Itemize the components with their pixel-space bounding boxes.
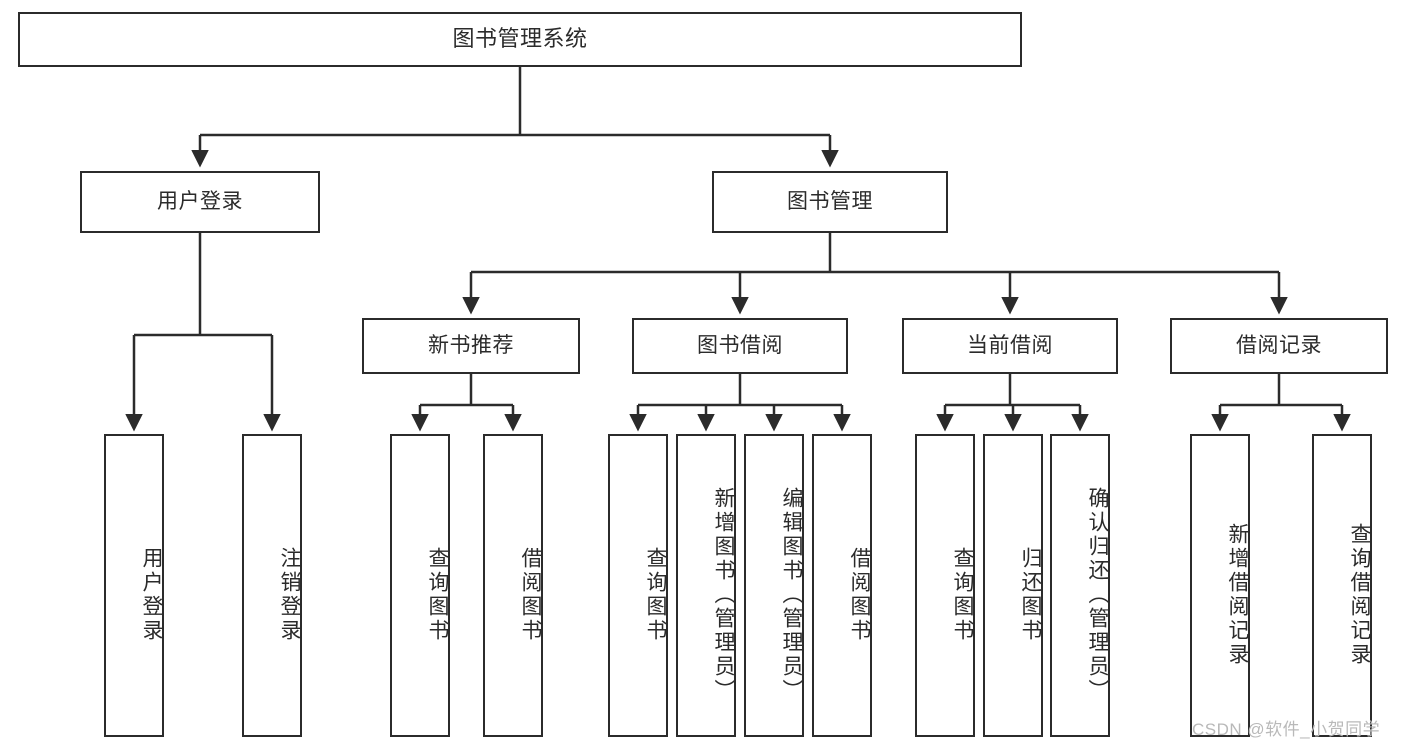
leaf-add-borrow-record[interactable]: 新增借阅记录	[1190, 434, 1250, 737]
leaf-query-book-bw-label: 查询图书	[644, 546, 667, 643]
node-book-borrowing[interactable]: 图书借阅	[632, 318, 848, 374]
leaf-add-book-admin-label: 新增图书（管理员）	[712, 486, 735, 703]
node-current-borrowing-label: 当前借阅	[967, 334, 1053, 358]
node-user-login-label: 用户登录	[157, 190, 243, 214]
node-book-borrowing-label: 图书借阅	[697, 334, 783, 358]
leaf-borrow-book-nb-label: 借阅图书	[519, 546, 542, 643]
leaf-edit-book-admin[interactable]: 编辑图书（管理员）	[744, 434, 804, 737]
node-new-book-recommendation-label: 新书推荐	[428, 334, 514, 358]
leaf-borrow-book-bw-label: 借阅图书	[848, 546, 871, 643]
leaf-query-borrow-record-label: 查询借阅记录	[1348, 522, 1371, 667]
leaf-query-borrow-record[interactable]: 查询借阅记录	[1312, 434, 1372, 737]
leaf-return-book-label: 归还图书	[1019, 546, 1042, 643]
node-user-login[interactable]: 用户登录	[80, 171, 320, 233]
watermark: CSDN @软件_小贺同学	[1192, 720, 1381, 739]
leaf-query-book-bw[interactable]: 查询图书	[608, 434, 668, 737]
node-current-borrowing[interactable]: 当前借阅	[902, 318, 1118, 374]
leaf-confirm-return-admin-label: 确认归还（管理员）	[1086, 486, 1109, 703]
node-root[interactable]: 图书管理系统	[18, 12, 1022, 67]
node-borrowing-records-label: 借阅记录	[1236, 334, 1322, 358]
leaf-logout-label: 注销登录	[278, 546, 301, 643]
leaf-logout[interactable]: 注销登录	[242, 434, 302, 737]
node-root-label: 图书管理系统	[452, 26, 588, 52]
node-book-management[interactable]: 图书管理	[712, 171, 948, 233]
leaf-query-book-cb-label: 查询图书	[951, 546, 974, 643]
leaf-user-login-label: 用户登录	[140, 546, 163, 643]
node-new-book-recommendation[interactable]: 新书推荐	[362, 318, 580, 374]
leaf-edit-book-admin-label: 编辑图书（管理员）	[780, 486, 803, 703]
leaf-query-book-nb[interactable]: 查询图书	[390, 434, 450, 737]
leaf-query-book-cb[interactable]: 查询图书	[915, 434, 975, 737]
leaf-add-borrow-record-label: 新增借阅记录	[1226, 522, 1249, 667]
leaf-user-login[interactable]: 用户登录	[104, 434, 164, 737]
leaf-borrow-book-nb[interactable]: 借阅图书	[483, 434, 543, 737]
leaf-query-book-nb-label: 查询图书	[426, 546, 449, 643]
leaf-borrow-book-bw[interactable]: 借阅图书	[812, 434, 872, 737]
leaf-return-book[interactable]: 归还图书	[983, 434, 1043, 737]
node-book-management-label: 图书管理	[787, 190, 873, 214]
leaf-add-book-admin[interactable]: 新增图书（管理员）	[676, 434, 736, 737]
node-borrowing-records[interactable]: 借阅记录	[1170, 318, 1388, 374]
leaf-confirm-return-admin[interactable]: 确认归还（管理员）	[1050, 434, 1110, 737]
